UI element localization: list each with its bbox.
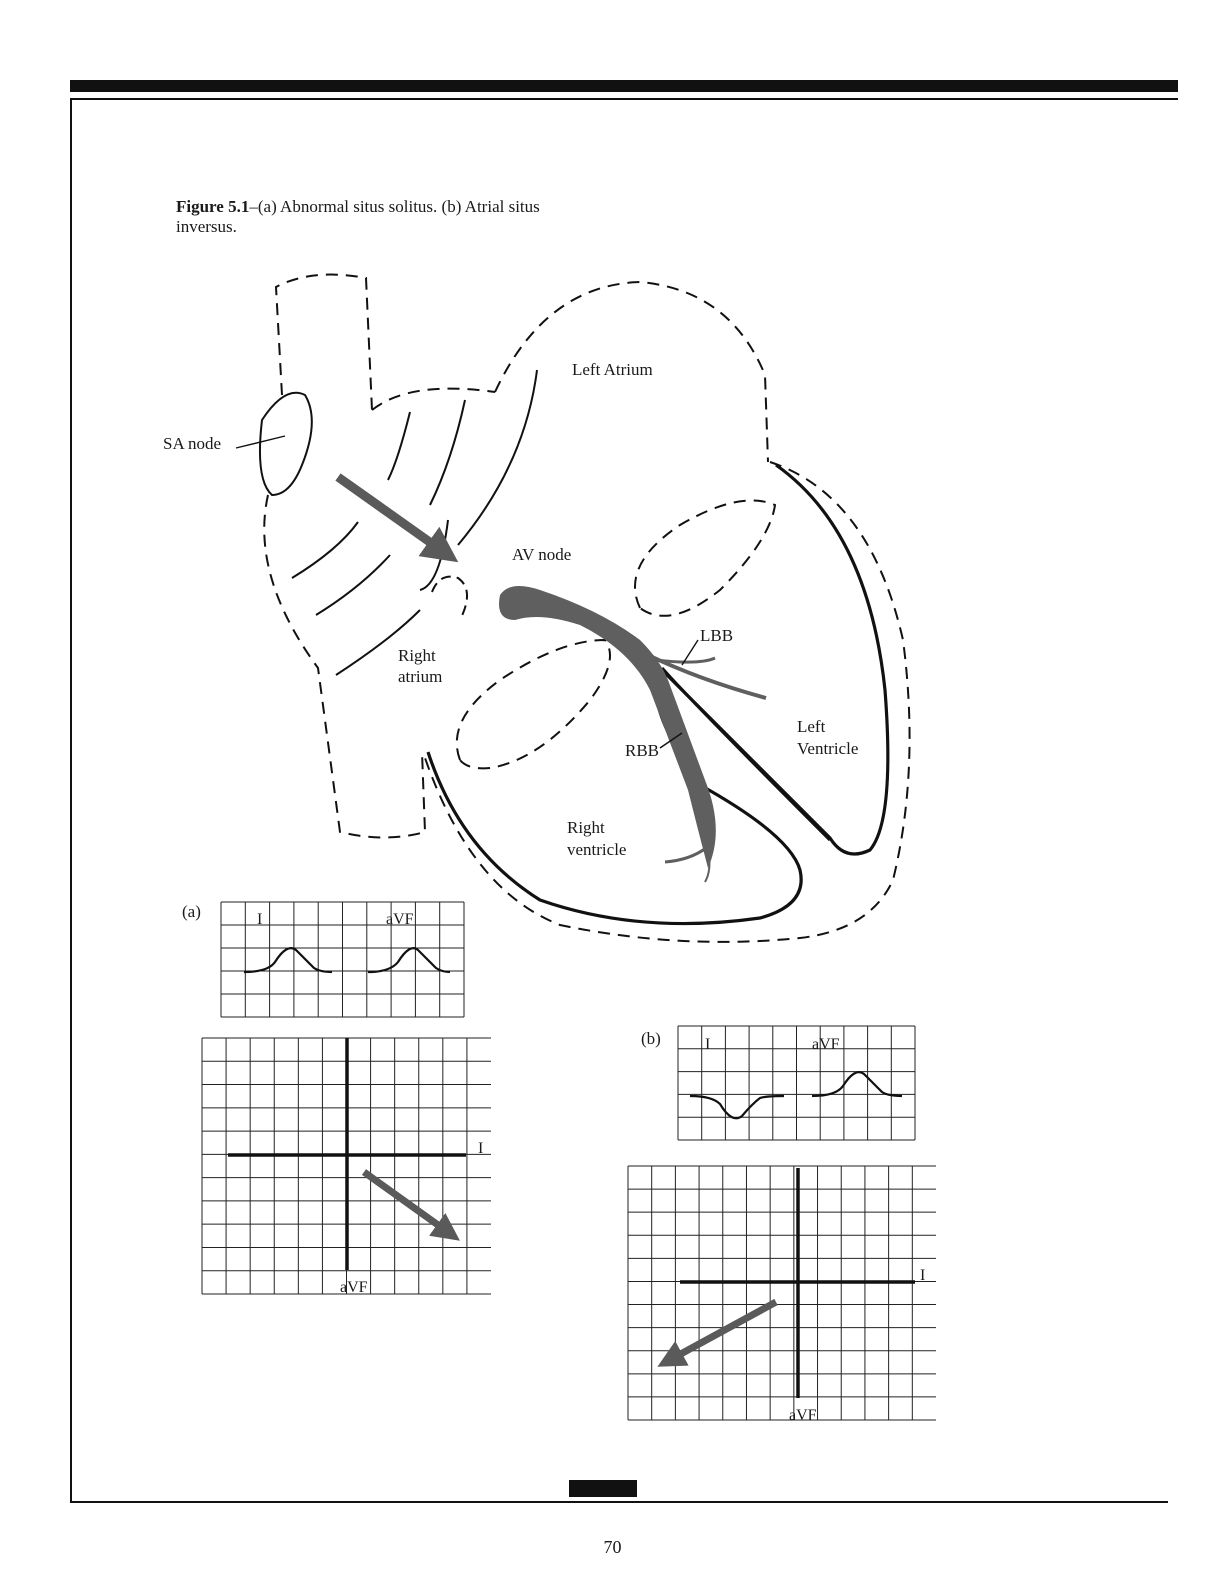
panel-a-ecg-lead-2: aVF	[386, 911, 414, 928]
label-av-node: AV node	[512, 545, 571, 564]
panel-a-axis: I aVF	[202, 1038, 491, 1296]
panel-a-axis-x-label: I	[478, 1140, 483, 1157]
panel-b-ecg-lead-2: aVF	[812, 1036, 840, 1053]
label-left-atrium: Left Atrium	[572, 360, 653, 379]
sa-node	[260, 393, 312, 495]
label-right-atrium-line-1: Right	[398, 646, 436, 665]
panel-b-ecg-grid	[678, 1026, 915, 1140]
atrial-wall-line-6	[316, 555, 390, 615]
panel-a-lead-i-waveform	[244, 948, 332, 972]
panel-b-axis: I aVF	[628, 1166, 936, 1424]
label-right-ventricle-line-2: ventricle	[567, 840, 626, 859]
panel-b-ecg: I aVF	[678, 1026, 915, 1140]
atrial-wall-line-5	[292, 522, 358, 578]
mitral-valve-ring	[635, 501, 775, 616]
panel-a-ecg: I aVF	[221, 902, 464, 1017]
panel-b-axis-y-label: aVF	[789, 1407, 817, 1424]
superior-vena-cava	[276, 275, 372, 410]
label-rbb: RBB	[625, 741, 659, 760]
panel-b-lead-avf-waveform	[812, 1072, 902, 1096]
atrial-wall-line-2	[458, 370, 537, 545]
panel-b-axis-grid	[628, 1166, 936, 1420]
label-left-ventricle-line-1: Left	[797, 717, 826, 736]
panel-b-axis-x-label: I	[920, 1267, 925, 1284]
right-atrium-outline	[372, 389, 495, 410]
label-left-ventricle-line-2: Ventricle	[797, 739, 858, 758]
panel-a-lead-avf-waveform	[368, 948, 450, 972]
atrial-wall-line-4	[388, 412, 410, 480]
panel-a-axis-y-label: aVF	[340, 1279, 368, 1296]
atrial-wall-line-7	[336, 610, 420, 675]
label-right-ventricle-line-1: Right	[567, 818, 605, 837]
label-sa-node: SA node	[163, 434, 221, 453]
panel-a-label: (a)	[182, 902, 201, 921]
panel-a-ecg-lead-1: I	[257, 911, 262, 928]
panel-b-vector-arrow	[666, 1302, 776, 1362]
panel-b-ecg-lead-1: I	[705, 1036, 710, 1053]
impulse-arrow	[338, 477, 448, 555]
av-node	[432, 577, 467, 620]
his-bundle	[499, 586, 716, 868]
label-lbb: LBB	[700, 626, 733, 645]
label-right-atrium-line-2: atrium	[398, 667, 442, 686]
rbb-branch	[665, 848, 706, 862]
panel-b-label: (b)	[641, 1029, 661, 1048]
tricuspid-valve-ring	[457, 640, 610, 768]
panel-a-vector-arrow	[364, 1172, 452, 1235]
panel-b-lead-i-waveform	[690, 1096, 784, 1118]
atrial-wall-line-3	[430, 400, 465, 505]
